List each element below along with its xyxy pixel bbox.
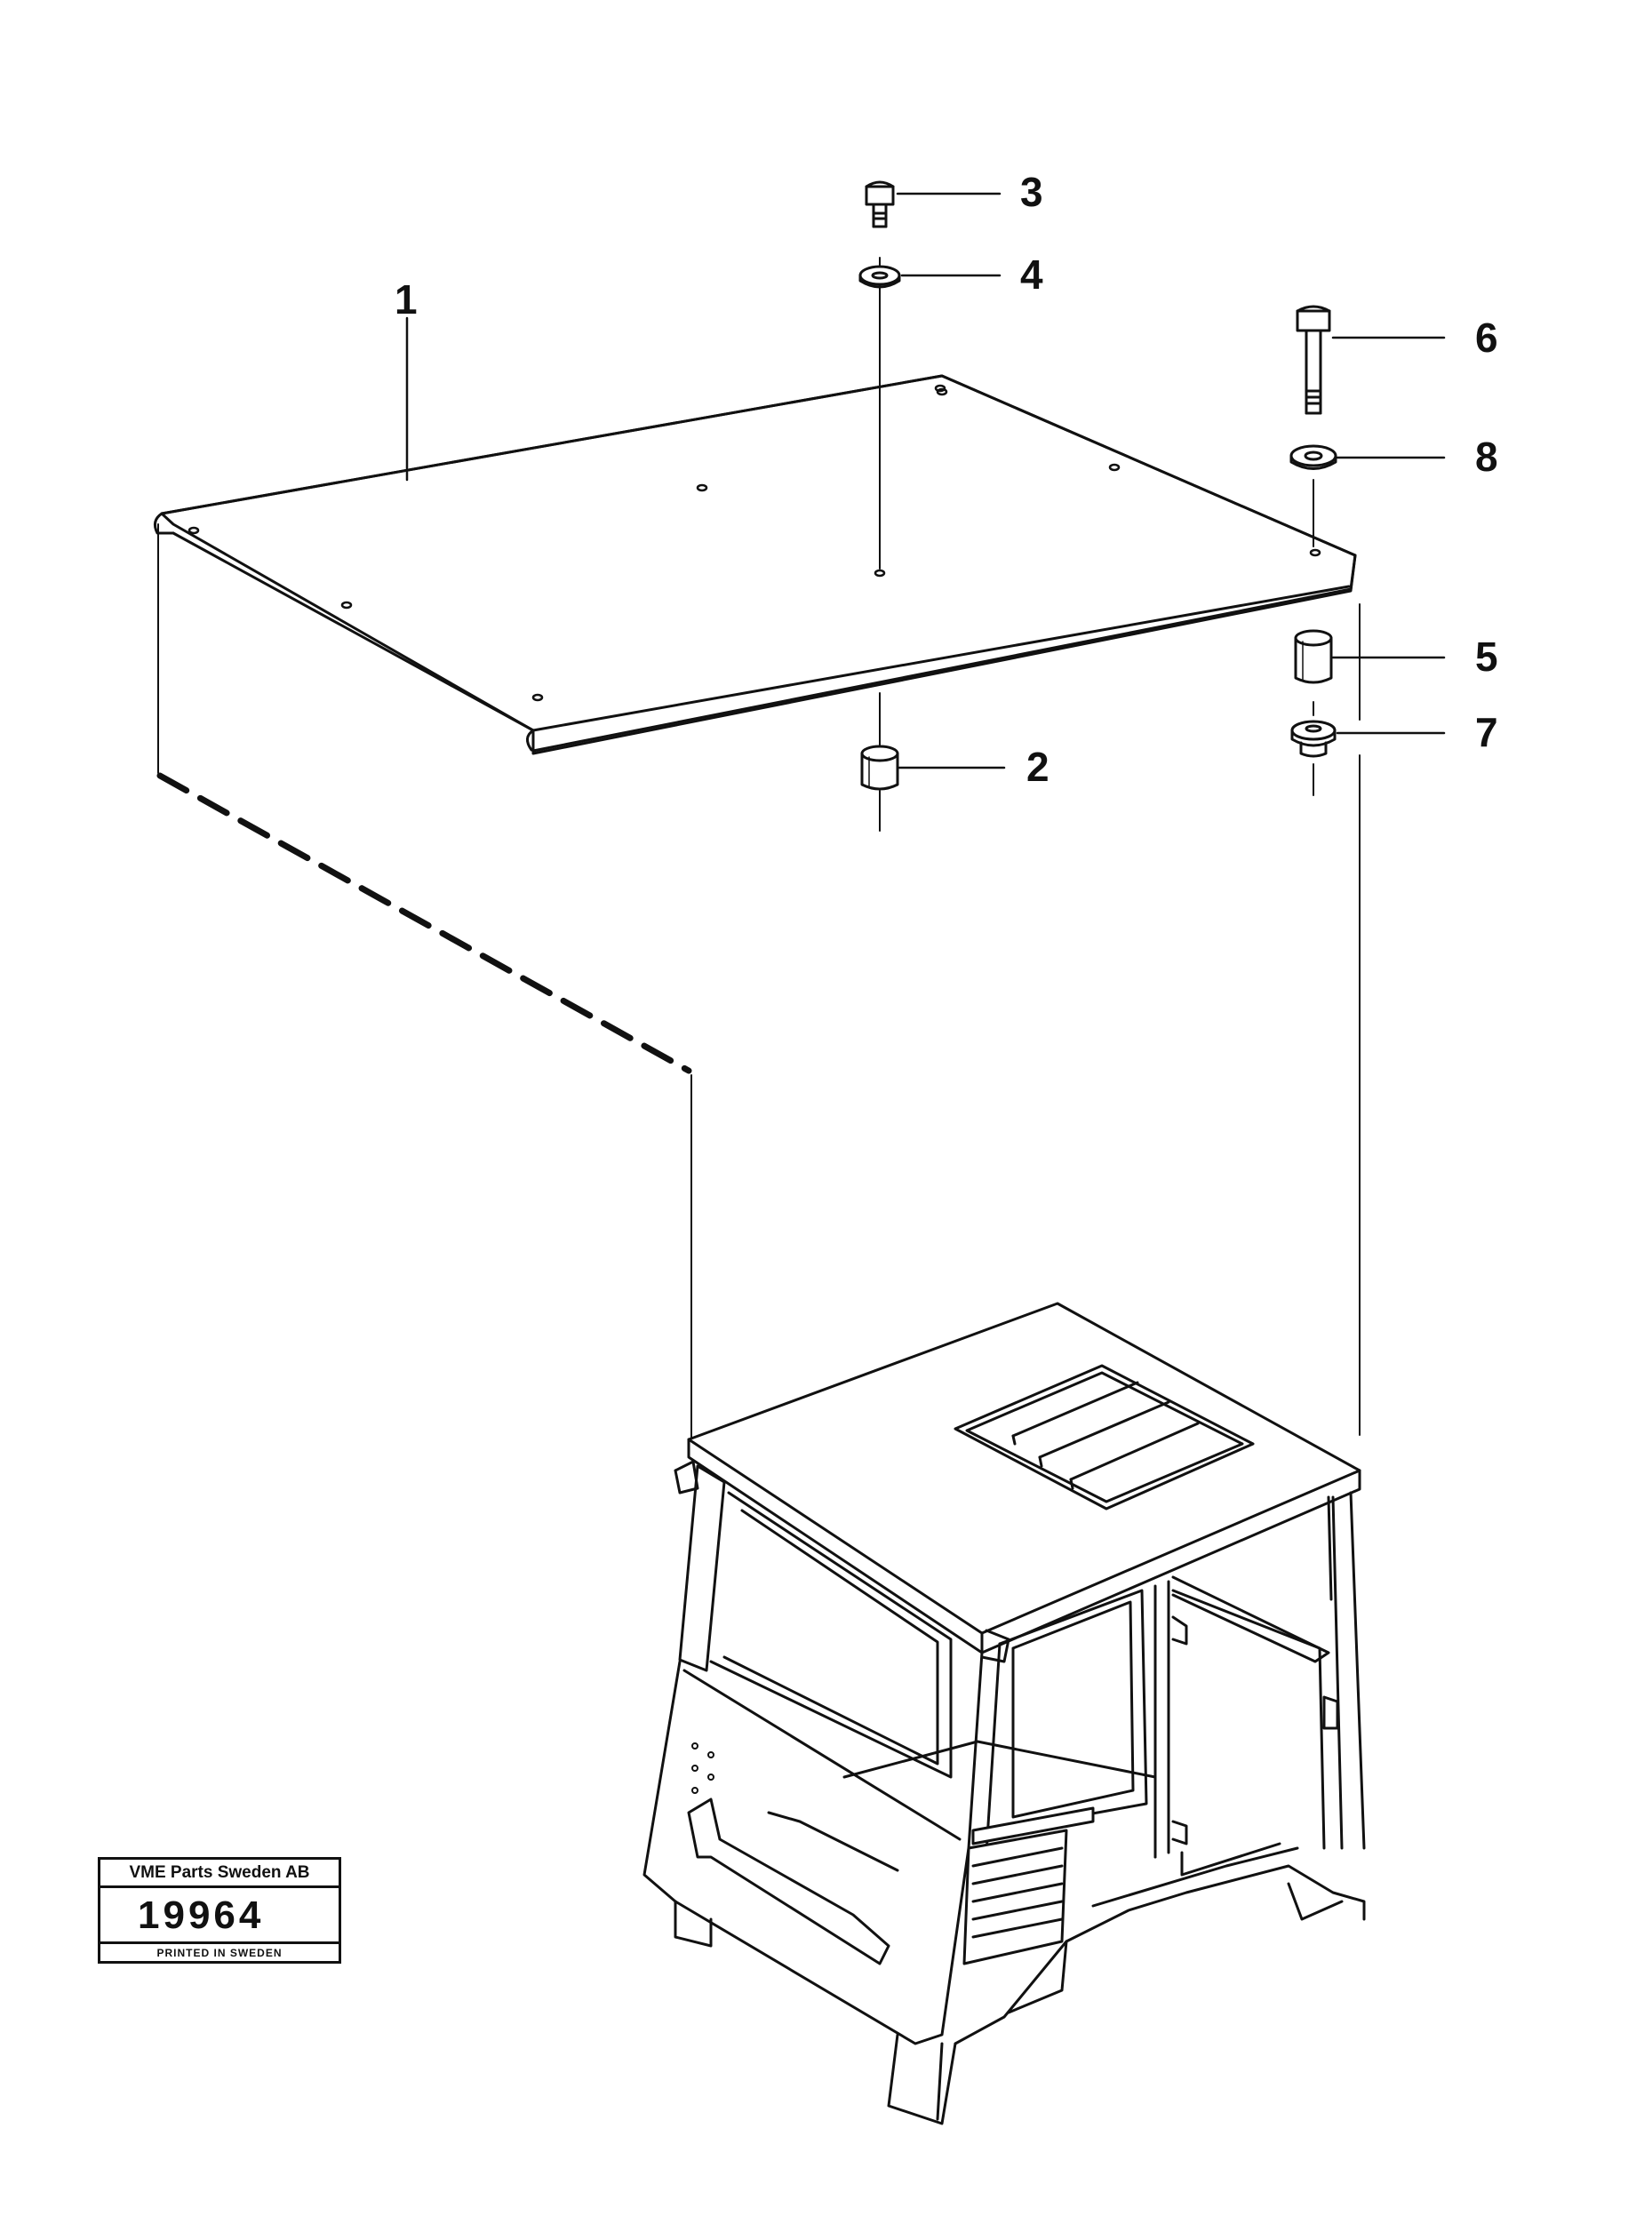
flange-nut — [1290, 720, 1337, 758]
callout-3: 3 — [1020, 169, 1043, 215]
callout-8: 8 — [1475, 434, 1498, 480]
spacer-sleeve-b — [1294, 629, 1333, 684]
tractor-cab — [642, 1302, 1366, 2125]
drawing-stamp: VME Parts Sweden AB 19964 PRINTED IN SWE… — [98, 1857, 341, 1964]
callout-7: 7 — [1475, 709, 1498, 755]
callout-6: 6 — [1475, 315, 1498, 361]
callout-1: 1 — [395, 276, 418, 323]
projection-dashed-line — [156, 772, 692, 1074]
callout-labels: 1 2 3 4 5 6 7 8 — [395, 169, 1498, 790]
stamp-company: VME Parts Sweden AB — [100, 1860, 339, 1888]
callout-4: 4 — [1020, 251, 1043, 298]
bolt-long — [1296, 305, 1331, 415]
stamp-printed-in: PRINTED IN SWEDEN — [156, 1947, 283, 1959]
washer-small — [858, 265, 901, 289]
alignment-lines — [157, 257, 1361, 1440]
bolt-short — [865, 180, 895, 228]
callout-5: 5 — [1475, 634, 1498, 680]
spacer-sleeve-a — [860, 745, 899, 791]
stamp-drawing-number: 19964 — [100, 1888, 339, 1944]
callout-2: 2 — [1026, 744, 1049, 790]
washer-large — [1289, 444, 1337, 470]
leader-lines — [405, 192, 1446, 769]
roof-panel — [153, 374, 1357, 755]
